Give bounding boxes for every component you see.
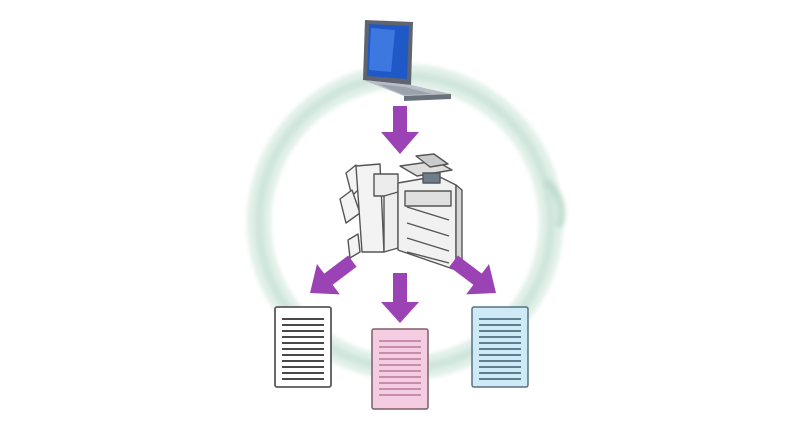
document-icon-blue bbox=[472, 307, 528, 387]
document-icon-white bbox=[275, 307, 331, 387]
arrow-printer-to-middle-document bbox=[381, 273, 419, 323]
document-icon-pink bbox=[372, 329, 428, 409]
arrow-laptop-to-printer bbox=[381, 106, 419, 154]
multifunction-printer-icon bbox=[340, 154, 462, 273]
